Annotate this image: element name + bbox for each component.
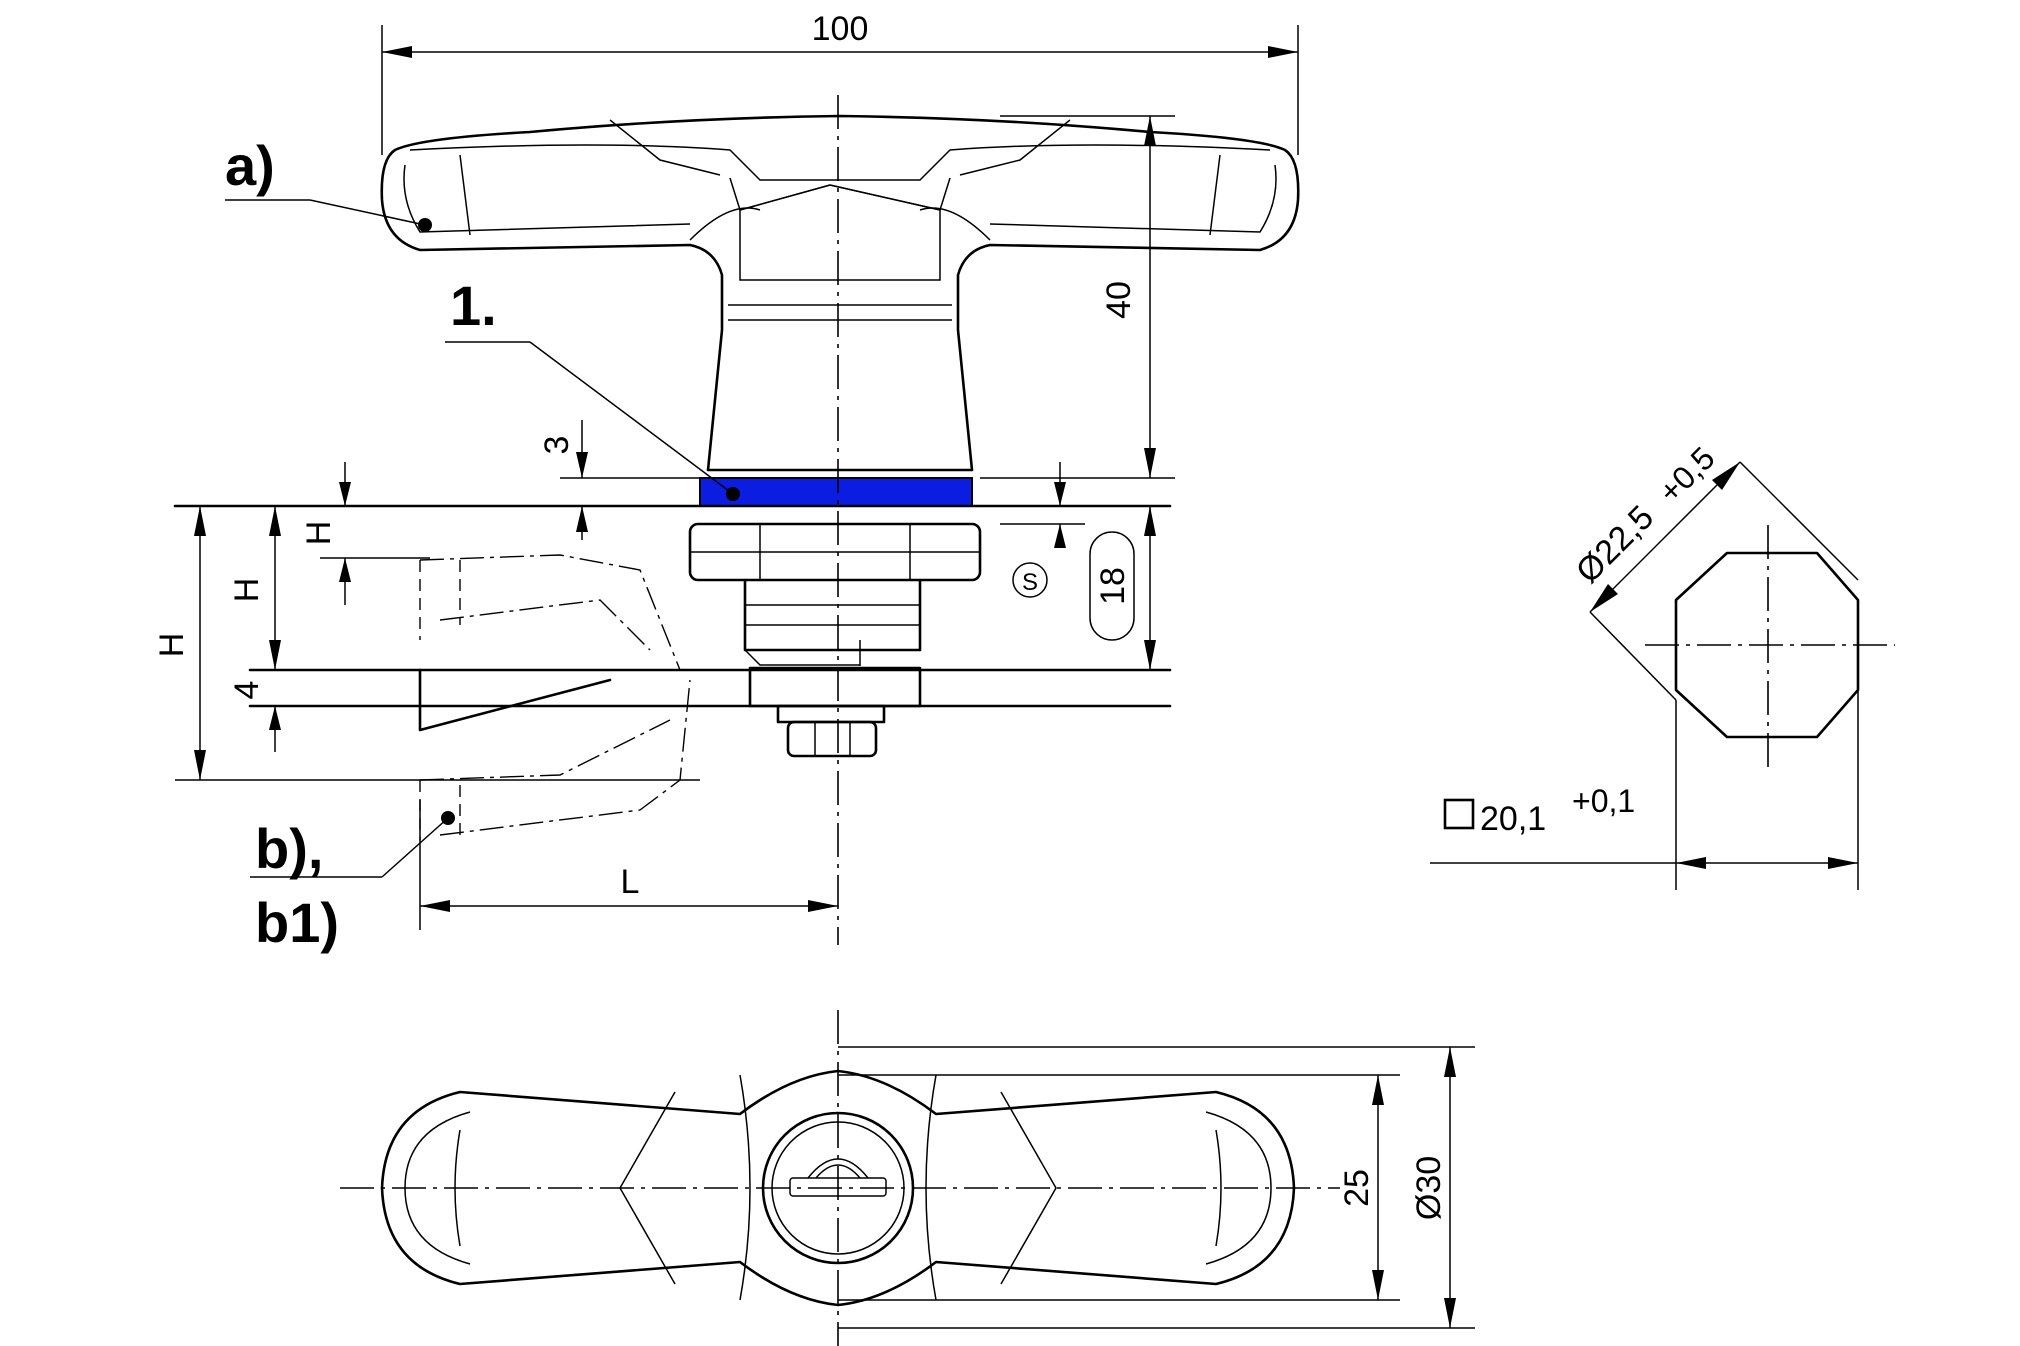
dim-40-text: 40 [1100,281,1138,319]
dim-h-long: H [153,506,206,780]
dim-wrench-size: S 18 [1000,462,1156,670]
dim-3-text: 3 [538,436,576,455]
cutout-square-text: 20,1 [1480,800,1546,838]
dim-top-25: 25 [838,1074,1400,1301]
label-1-text: 1. [450,274,497,337]
dim-30-text: Ø30 [1410,1156,1448,1220]
dim-18-text: 18 [1094,567,1132,605]
seal-ring [699,477,973,507]
cutout-diameter-tol-text: +0,5 [1651,440,1721,510]
label-handle: a) [225,134,432,232]
dim-100-text: 100 [812,10,869,48]
dim-h-long-text: H [153,633,191,658]
housing-nut-assembly [173,504,1172,781]
dim-4-text: 4 [228,681,266,700]
dim-handle-height: 40 [980,115,1175,479]
dim-h-short: H [300,462,430,605]
label-cam: b), b1) [250,811,455,954]
dim-shim: 3 [538,420,700,540]
cutout-diameter-text: Ø22,5 [1569,498,1661,590]
label-b1-text: b1) [255,891,339,954]
cutout-square-tol-text: +0,1 [1572,783,1635,819]
dim-h-mid-text: H [228,578,266,603]
label-seal: 1. [445,274,740,501]
dim-overall-width: 100 [381,10,1299,155]
dim-25-text: 25 [1338,1169,1376,1207]
dim-l-text: L [621,863,640,901]
dim-cam-thickness: 4 [228,681,281,752]
dim-cam-length: L [419,800,838,930]
dim-h-mid: H [228,506,281,670]
dim-top-30: Ø30 [838,1046,1475,1329]
wrench-size-symbol: S [1022,569,1038,596]
label-a-text: a) [225,134,275,197]
cam-lever [418,554,691,840]
label-b-text: b), [255,817,323,880]
t-handle-top-view [340,1010,1340,1346]
dim-h-short-text: H [300,521,338,546]
t-handle-front-view [380,114,1300,472]
panel-cutout-detail: Ø22,5 +0,5 20,1 +0,1 [1430,440,1895,890]
